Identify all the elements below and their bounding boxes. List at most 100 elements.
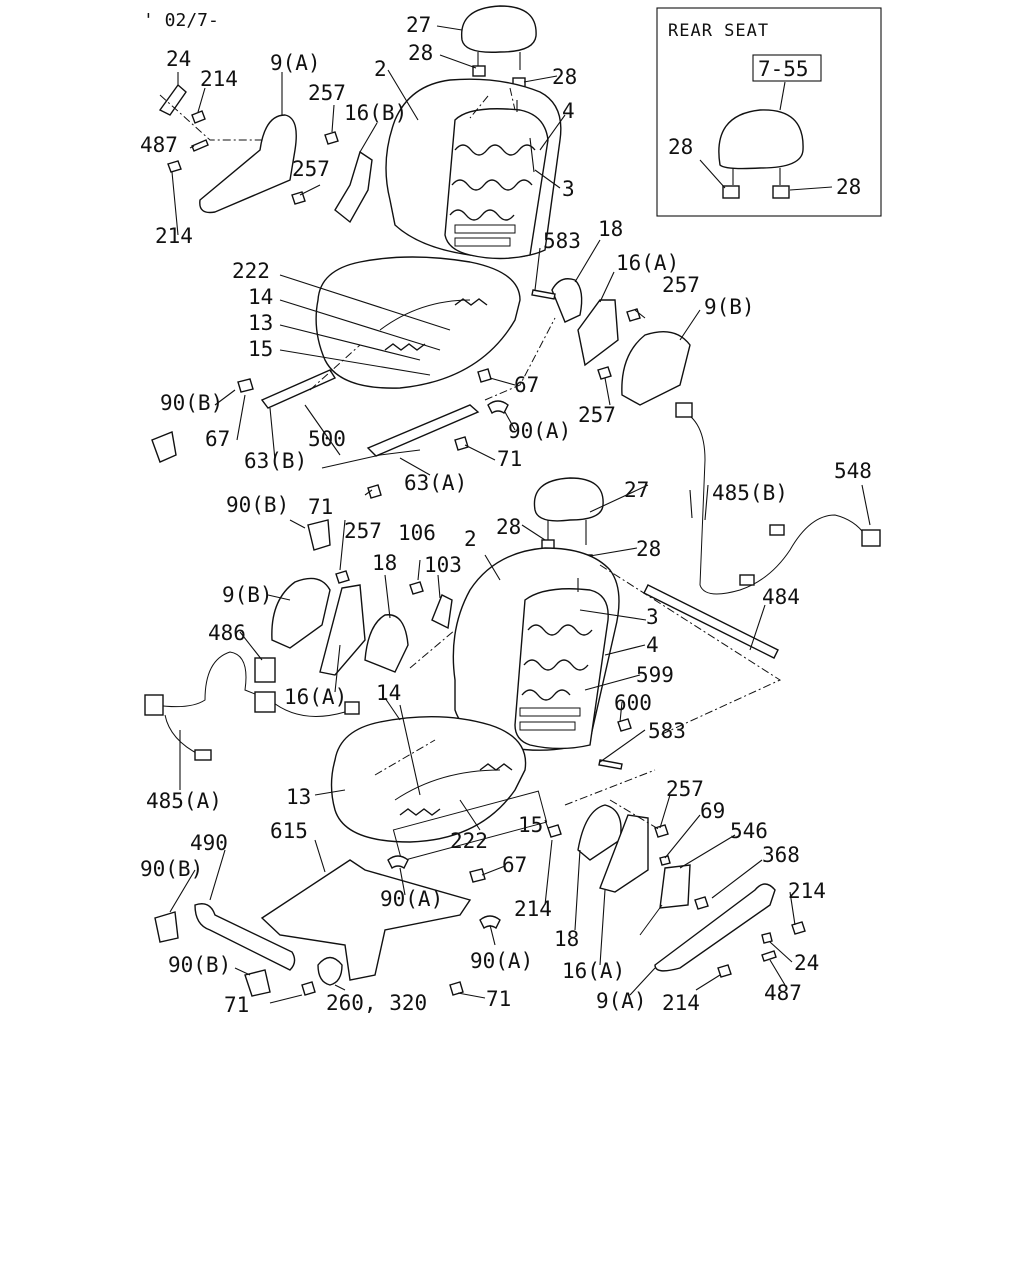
recliner-18-upper [551, 278, 583, 323]
bolt-257-e [335, 570, 350, 584]
bolt-71-lower-a [301, 981, 316, 996]
label-500: 500 [308, 427, 346, 451]
rear-seat-inset: REAR SEAT 7-55 28 28 [656, 7, 882, 217]
rail-frame-615 [260, 859, 472, 981]
lower-seat-cushion [330, 715, 527, 843]
label-71-lower-b: 71 [486, 987, 511, 1011]
label-90b-lower-c: 90(B) [168, 953, 231, 977]
clip-487-upper [191, 139, 209, 152]
label-63a: 63(A) [404, 471, 467, 495]
cap-90b-lower-a [307, 519, 331, 551]
label-615: 615 [270, 819, 308, 843]
label-583-upper: 583 [543, 229, 581, 253]
label-24-lower: 24 [794, 951, 819, 975]
connector-486 [254, 657, 276, 683]
label-90a-upper: 90(A) [508, 419, 571, 443]
label-13-upper: 13 [248, 311, 273, 335]
pin-583-lower [598, 759, 623, 770]
label-28-lower-b: 28 [636, 537, 661, 561]
bolt-257-c [626, 308, 641, 322]
part-labels: ' 02/7- 27 28 28 2 24 214 9(A) 257 16(B)… [140, 10, 872, 1017]
label-600: 600 [614, 691, 652, 715]
label-257-upper-b: 257 [292, 157, 330, 181]
label-214-lower-a: 214 [788, 879, 826, 903]
label-214-lower-c: 214 [662, 991, 700, 1015]
label-4-lower: 4 [646, 633, 659, 657]
label-27-lower: 27 [624, 478, 649, 502]
cap-90b-lower-b [154, 911, 179, 943]
screw-214-lower-b [791, 921, 806, 935]
label-260-320: 260, 320 [326, 991, 427, 1015]
lower-headrest [533, 477, 604, 522]
label-9a-lower: 9(A) [596, 989, 647, 1013]
label-28-upper-a: 28 [408, 41, 433, 65]
label-222-upper: 222 [232, 259, 270, 283]
label-28-upper-b: 28 [552, 65, 577, 89]
recliner-cover-9a-upper [199, 114, 297, 214]
label-9b-lower: 9(B) [222, 583, 273, 607]
date-code: ' 02/7- [143, 10, 219, 31]
label-90a-lower-a: 90(A) [380, 887, 443, 911]
cover-9b-upper [621, 331, 691, 406]
upper-seat-assembly [151, 5, 691, 499]
label-368: 368 [762, 843, 800, 867]
label-90b-lower-b: 90(B) [140, 857, 203, 881]
rail-63b [260, 369, 337, 409]
inset-label-28-right: 28 [836, 175, 861, 199]
bolt-71-lower-b [449, 981, 464, 996]
handle-490 [194, 903, 296, 971]
lower-seat-assembly [144, 402, 881, 997]
label-16a-right: 16(A) [562, 959, 625, 983]
label-548: 548 [834, 459, 872, 483]
label-90b-upper: 90(B) [160, 391, 223, 415]
label-71-upper-b: 71 [308, 495, 333, 519]
label-4-upper: 4 [562, 99, 575, 123]
inset-title: REAR SEAT [668, 21, 769, 41]
label-90b-lower-a: 90(B) [226, 493, 289, 517]
screw-368 [694, 896, 709, 910]
recliner-16a-right [599, 814, 649, 893]
clip-90a-upper [487, 400, 509, 415]
clip-90a-lower-b [479, 915, 501, 930]
lower-seat-back-frame [514, 588, 609, 750]
label-90a-lower-b: 90(A) [470, 949, 533, 973]
trim-24-lower [761, 932, 773, 944]
label-257-upper-a: 257 [308, 81, 346, 105]
label-67-upper-a: 67 [514, 373, 539, 397]
label-67-lower: 67 [502, 853, 527, 877]
label-16b: 16(B) [344, 101, 407, 125]
label-18-lower: 18 [372, 551, 397, 575]
bolt-71-upper-b [367, 484, 382, 499]
label-3-lower: 3 [646, 605, 659, 629]
label-583-lower: 583 [648, 719, 686, 743]
cover-9b-lower [271, 577, 331, 649]
harness-485a [154, 651, 346, 717]
label-15-lower: 15 [518, 813, 543, 837]
cap-90b-upper [151, 431, 177, 463]
label-257-lower-f: 257 [666, 777, 704, 801]
bolt-257-b [291, 191, 306, 205]
bolt-67-upper [237, 378, 254, 393]
recliner-16b [334, 150, 373, 224]
bracket-103 [431, 594, 453, 630]
label-214-upper-b: 214 [155, 224, 193, 248]
switch-546 [659, 864, 691, 909]
label-18-upper: 18 [598, 217, 623, 241]
label-485b: 485(B) [712, 481, 788, 505]
inset-label-28-left: 28 [668, 135, 693, 159]
rear-headrest-shape [718, 109, 804, 170]
bolt-214-upper [191, 110, 206, 124]
rail-63a [366, 404, 480, 457]
label-14-upper: 14 [248, 285, 273, 309]
label-13-lower: 13 [286, 785, 311, 809]
label-485a: 485(A) [146, 789, 222, 813]
screw-214-upper [167, 160, 182, 173]
screw-214-lower-a [547, 824, 562, 838]
bolt-257-a [324, 131, 339, 145]
harness-485b [679, 409, 866, 595]
cap-90b-lower-c [244, 969, 271, 997]
label-9b-upper: 9(B) [704, 295, 755, 319]
label-9a-upper: 9(A) [270, 51, 321, 75]
label-214-lower-b: 214 [514, 897, 552, 921]
